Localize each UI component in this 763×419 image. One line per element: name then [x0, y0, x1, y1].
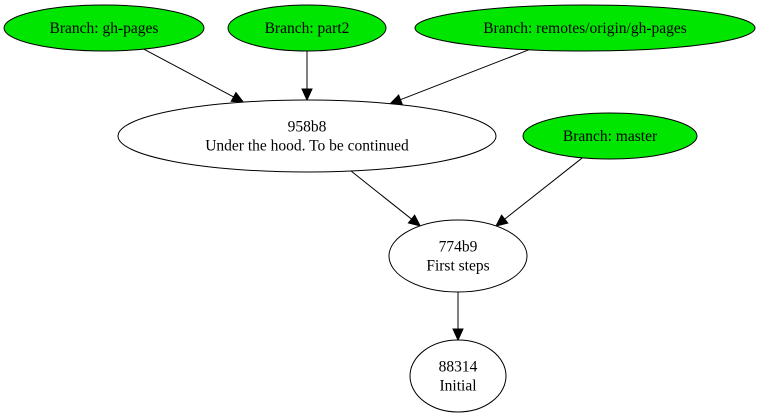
edge-b-master-to-c-774b9 — [495, 157, 583, 227]
commit-hash-label: 774b9 — [439, 239, 478, 256]
branch-node-b-part2: Branch: part2 — [227, 4, 387, 52]
branch-label: Branch: part2 — [265, 20, 350, 37]
arrowhead-icon — [301, 88, 313, 102]
edge-b-gh-pages-to-c-958b8 — [143, 48, 245, 103]
edge-line — [400, 49, 530, 101]
edge-b-remote-gh-pages-to-c-958b8 — [389, 49, 530, 105]
arrowhead-icon — [389, 94, 404, 105]
node-ellipse — [117, 99, 497, 173]
node-ellipse — [409, 339, 507, 413]
arrowhead-icon — [495, 214, 509, 227]
node-ellipse — [227, 4, 387, 52]
arrowhead-icon — [452, 328, 464, 342]
commit-message-label: First steps — [426, 258, 489, 275]
commit-hash-label: 88314 — [439, 359, 478, 376]
commit-hash-label: 958b8 — [288, 119, 327, 136]
commit-message-label: Under the hood. To be continued — [205, 138, 409, 155]
node-ellipse — [388, 219, 528, 293]
node-ellipse — [3, 4, 205, 52]
edge-line — [143, 48, 234, 98]
edge-line — [504, 157, 583, 220]
branch-node-b-remote-gh-pages: Branch: remotes/origin/gh-pages — [414, 4, 756, 52]
branch-node-b-gh-pages: Branch: gh-pages — [3, 4, 205, 52]
nodes-layer: Branch: gh-pages Branch: part2 Branch: rem… — [3, 4, 756, 413]
commit-message-label: Initial — [439, 378, 476, 395]
node-ellipse — [522, 112, 698, 160]
branch-label: Branch: remotes/origin/gh-pages — [483, 20, 687, 37]
edges-layer — [143, 48, 583, 342]
node-ellipse — [414, 4, 756, 52]
arrowhead-icon — [230, 91, 245, 103]
edge-b-part2-to-c-958b8 — [301, 51, 313, 102]
edge-c-958b8-to-c-774b9 — [350, 170, 422, 227]
edge-c-774b9-to-c-88314 — [452, 292, 464, 342]
arrowhead-icon — [407, 214, 422, 227]
branch-label: Branch: gh-pages — [50, 20, 159, 37]
branch-label: Branch: master — [563, 128, 658, 145]
edge-line — [350, 170, 412, 220]
branch-node-b-master: Branch: master — [522, 112, 698, 160]
